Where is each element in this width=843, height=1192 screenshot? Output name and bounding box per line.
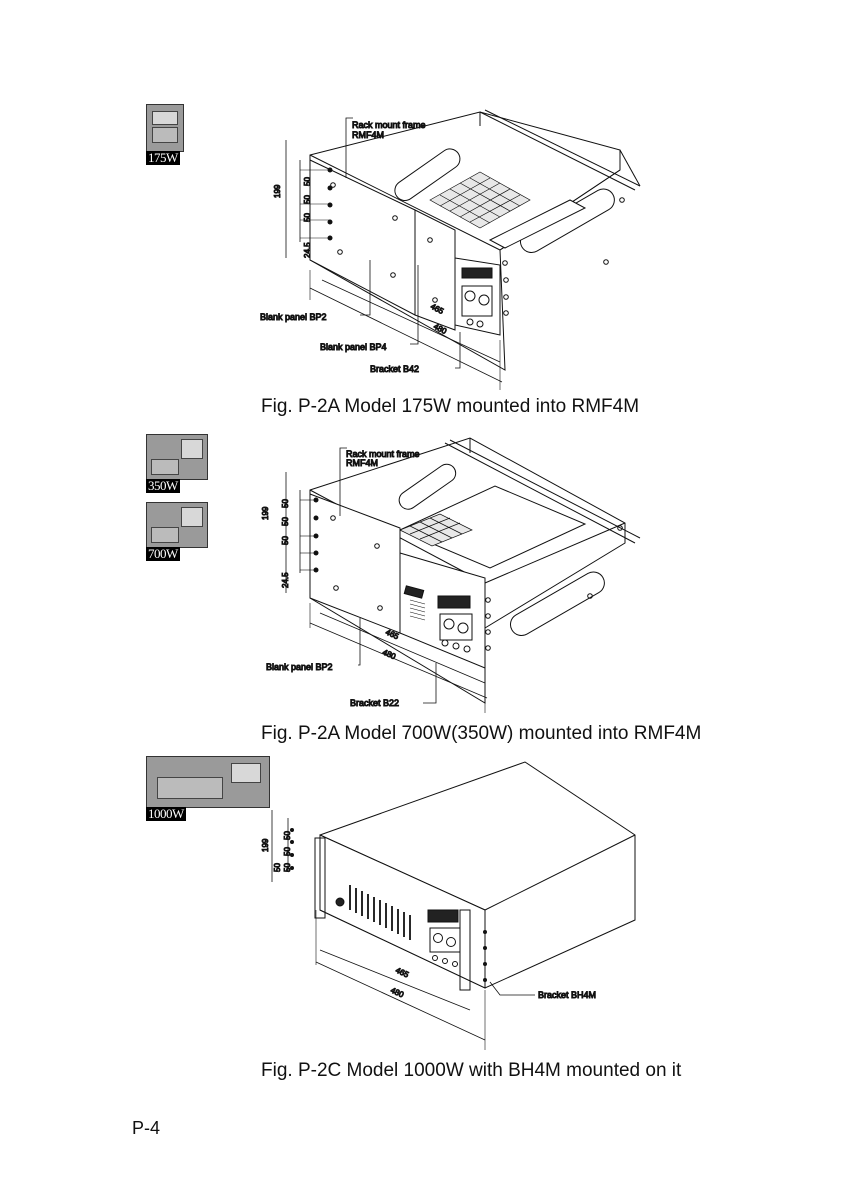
- label-bracket-b22: Bracket B22: [350, 698, 399, 708]
- label-blank-panel-bp4: Blank panel BP4: [320, 342, 387, 352]
- dim-199: 199: [261, 506, 270, 520]
- model-badge: 350W: [146, 478, 180, 493]
- label-frame-model: RMF4M: [346, 458, 378, 468]
- figure-caption: Fig. P-2C Model 1000W with BH4M mounted …: [261, 1060, 682, 1081]
- page-number: P-4: [132, 1118, 161, 1138]
- thumbnail-image: [146, 434, 208, 480]
- dim-50: 50: [281, 499, 290, 508]
- dim-50: 50: [303, 195, 312, 204]
- label-frame: Rack mount frame: [352, 120, 426, 130]
- dim-480: 480: [389, 986, 405, 1000]
- label-frame-model: RMF4M: [352, 130, 384, 140]
- model-badge: 175W: [146, 150, 180, 165]
- dim-24-5: 24.5: [281, 572, 290, 588]
- dim-24-5: 24.5: [303, 242, 312, 258]
- dim-50: 50: [283, 847, 292, 856]
- label-blank-panel-bp2: Blank panel BP2: [260, 312, 327, 322]
- rack-diagram-175w: Rack mount frame RMF4M Blank panel BP2 B…: [260, 100, 660, 395]
- label-bracket-bh4m: Bracket BH4M: [538, 990, 596, 1000]
- dim-199: 199: [261, 838, 270, 852]
- dim-50: 50: [283, 831, 292, 840]
- thumbnail-image: [146, 502, 208, 548]
- dim-50: 50: [281, 517, 290, 526]
- dim-50: 50: [283, 863, 292, 872]
- bracket-diagram-1000w: Bracket BH4M 199 50 50 50 50 465 480: [261, 760, 660, 1055]
- dim-50: 50: [303, 213, 312, 222]
- label-frame: Rack mount frame: [346, 449, 420, 459]
- dim-50: 50: [281, 536, 290, 545]
- dim-465: 465: [394, 966, 410, 980]
- rack-diagram-700w: Rack mount frame RMF4M Blank panel BP2 B…: [261, 428, 660, 720]
- figure-caption: Fig. P-2A Model 175W mounted into RMF4M: [261, 396, 640, 417]
- figure-caption: Fig. P-2A Model 700W(350W) mounted into …: [261, 723, 702, 744]
- thumbnail-image: [146, 104, 184, 152]
- dim-50: 50: [303, 177, 312, 186]
- model-badge: 1000W: [146, 806, 186, 821]
- label-bracket-b42: Bracket B42: [370, 364, 419, 374]
- model-badge: 700W: [146, 546, 180, 561]
- dim-50: 50: [273, 863, 282, 872]
- label-blank-panel-bp2: Blank panel BP2: [266, 662, 333, 672]
- dim-199: 199: [273, 184, 282, 198]
- thumbnail-image: [146, 756, 270, 808]
